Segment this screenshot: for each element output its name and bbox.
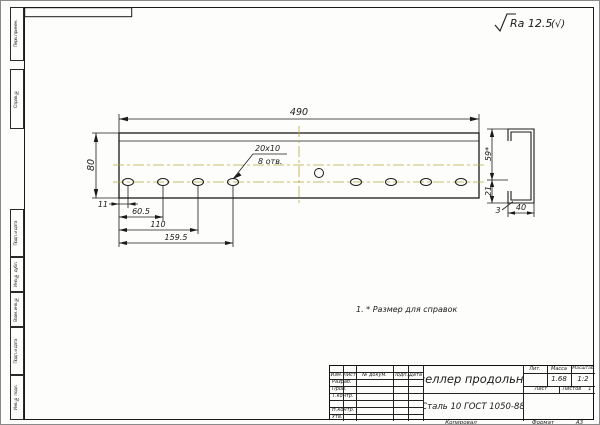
tb-scale-value: 1:2 — [577, 375, 589, 383]
grid-line — [547, 366, 548, 386]
centerlines — [113, 126, 485, 205]
drawing-frame — [24, 7, 594, 420]
part-title: Швеллер продольный — [423, 371, 523, 386]
margin-box-inv-podl: Инв. № подл. — [10, 375, 24, 420]
grid-line — [330, 372, 423, 373]
margin-label: Подп. и дата — [13, 220, 19, 246]
tb-row-razrab: Разраб. — [332, 379, 352, 385]
surface-finish-paren: (√) — [551, 19, 565, 30]
slot-hole — [122, 178, 134, 186]
slot-hole — [385, 178, 397, 186]
tb-sheet-label: Лист — [534, 386, 548, 392]
copied-label: Копировал — [445, 419, 477, 425]
slot-hole — [350, 178, 362, 186]
tb-mass-value: 1.68 — [551, 375, 567, 383]
tb-mass-label: Масса — [551, 366, 567, 372]
slot-size-label: 20x10 — [255, 144, 280, 153]
tb-lit-label: Лит. — [529, 366, 541, 372]
slot-hole — [157, 178, 169, 186]
margin-label: Взам. инв. № — [13, 297, 19, 322]
section-inner-contour — [510, 131, 532, 201]
material-spec: Сталь 10 ГОСТ 1050-88 — [423, 401, 523, 412]
margin-box-sign-date-1: Подп. и дата — [10, 209, 24, 257]
dim-21-text: 21 — [484, 186, 493, 196]
slot-hole — [192, 178, 204, 186]
grid-line — [330, 386, 423, 387]
slot-count-label: 8 отв. — [258, 157, 282, 166]
leader-arrow — [233, 172, 242, 179]
grid-line — [523, 386, 595, 387]
section-outer-contour — [507, 128, 535, 204]
dim-height-text: 80 — [86, 159, 97, 171]
title-block: Изм. Лист № докум. Подп. Дата Разраб. Пр… — [329, 365, 595, 421]
dim-59-text: 59* — [484, 147, 493, 161]
grid-line — [330, 414, 423, 415]
margin-label: Перв. примен. — [13, 20, 19, 48]
tb-sheets-cell: Листов 1 — [559, 386, 595, 393]
dim-height-80: 80 — [86, 132, 119, 199]
dim-length-490: 490 — [118, 107, 480, 133]
dim-length-text: 490 — [290, 107, 308, 118]
tb-row-tkontr: Т.контр. — [332, 393, 354, 399]
dim-11-text: 11 — [98, 200, 108, 209]
tb-col-izm: Изм. — [330, 372, 343, 378]
tb-scale-label: Масштаб — [572, 366, 594, 372]
reference-note: 1. * Размер для справок — [356, 305, 457, 314]
grid-line — [330, 400, 423, 401]
margin-label: Подп. и дата — [13, 338, 19, 364]
format-value: А3 — [575, 419, 584, 425]
dim-3-text: 3 — [495, 206, 500, 215]
tb-col-docnum: № докум. — [362, 372, 387, 378]
dim-60-5-text: 60.5 — [132, 207, 150, 216]
format-cell: Формат А3 — [521, 419, 594, 425]
tb-row-nkontr: Н.контр. — [332, 407, 355, 413]
dim-40-text: 40 — [516, 203, 526, 212]
surface-finish-value: Ra 12.5 — [510, 17, 552, 30]
margin-label: Инв. № дубл. — [13, 261, 19, 288]
tb-col-list: Лист — [343, 372, 356, 378]
surface-finish-mark: Ra 12.5 (√) — [494, 13, 565, 33]
margin-box-inv-dubl: Инв. № дубл. — [10, 257, 24, 292]
designation-box — [24, 7, 133, 18]
channel-section-view — [507, 128, 535, 204]
slot-holes — [122, 168, 467, 186]
margin-label: Инв. № подл. — [13, 384, 19, 411]
margin-box-first-use: Перв. примен. — [10, 7, 24, 61]
slot-hole — [420, 178, 432, 186]
grid-line — [330, 393, 595, 394]
grid-line — [330, 379, 423, 380]
tb-sheets-value: 1 — [588, 386, 592, 392]
dim-110-text: 110 — [150, 220, 165, 229]
drawing-canvas: Ra 12.5 (√) 20x10 8 — [24, 7, 565, 314]
format-label: Формат — [531, 419, 555, 425]
tb-col-data: Дата — [409, 372, 422, 378]
grid-line — [523, 373, 595, 374]
tb-row-prov: Пров. — [332, 386, 347, 392]
grid-line — [559, 386, 560, 393]
margin-box-vzam-inv: Взам. инв. № — [10, 292, 24, 327]
slot-hole — [455, 178, 467, 186]
section-dims: 59* 21 3 40 — [484, 128, 535, 217]
tb-col-podp: Подп. — [393, 372, 408, 378]
tb-row-utv: Утв. — [332, 414, 343, 420]
margin-label: Справ. № — [13, 89, 19, 109]
dim-chain-bottom: 11 60.5 110 159.5 — [98, 186, 234, 247]
slot-callout: 20x10 8 отв. — [232, 144, 287, 180]
grid-line — [571, 366, 572, 386]
margin-box-ref-number: Справ. № — [10, 69, 24, 129]
grid-line — [330, 407, 423, 408]
margin-box-sign-date-2: Подп. и дата — [10, 327, 24, 375]
tb-sheets-label: Листов — [562, 386, 582, 392]
dim-159-5-text: 159.5 — [165, 233, 188, 242]
round-hole — [314, 168, 324, 178]
